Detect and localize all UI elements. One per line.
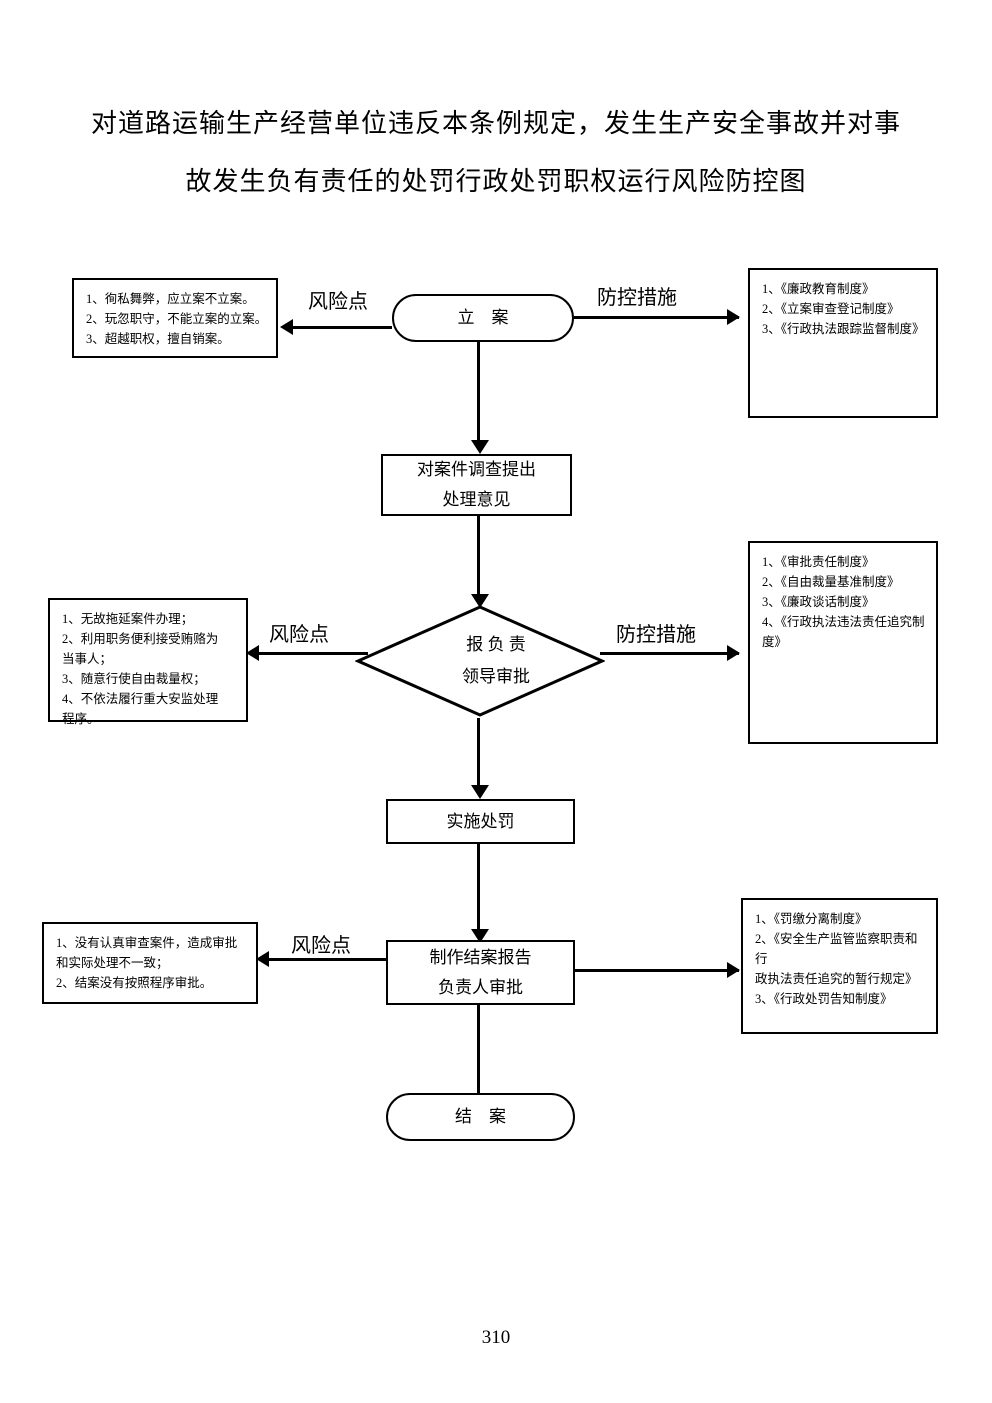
risk-item: 程序。 — [62, 712, 100, 726]
risk-item: 3、超越职权，擅自销案。 — [86, 332, 230, 346]
measure-item: 政执法责任追究的暂行规定》 — [755, 972, 918, 986]
risk-item: 3、随意行使自由裁量权； — [62, 672, 206, 686]
risk-item: 和实际处理不一致； — [56, 956, 169, 970]
measure-item: 3、《行政执法跟踪监督制度》 — [762, 322, 925, 336]
risk-item: 4、不依法履行重大安监处理 — [62, 692, 219, 706]
flow-node-approval: 报 负 责 领导审批 — [355, 604, 605, 718]
measure-box-closing: 1、《罚缴分离制度》 2、《安全生产监管监察职责和行 政执法责任追究的暂行规定》… — [741, 898, 938, 1034]
connector-line — [477, 342, 480, 446]
risk-box-approval: 1、无故拖延案件办理； 2、利用职务便利接受贿赂为 当事人； 3、随意行使自由裁… — [48, 598, 248, 726]
risk-box-filing: 1、徇私舞弊，应立案不立案。 2、玩忽职守，不能立案的立案。 3、超越职权，擅自… — [72, 278, 278, 358]
connector-line — [477, 516, 480, 601]
connector-line — [477, 844, 480, 934]
risk-item: 当事人； — [62, 652, 113, 666]
label-risk-point-approval: 风险点 — [269, 624, 329, 646]
measure-item: 3、《行政处罚告知制度》 — [755, 992, 893, 1006]
risk-item: 1、徇私舞弊，应立案不立案。 — [86, 292, 255, 306]
measure-item: 2、《自由裁量基准制度》 — [762, 575, 900, 589]
measure-item: 1、《审批责任制度》 — [762, 555, 875, 569]
risk-item: 2、结案没有按照程序审批。 — [56, 976, 213, 990]
flow-node-penalty: 实施处罚 — [386, 799, 575, 844]
connector-line — [600, 652, 739, 655]
measure-item: 2、《安全生产监管监察职责和行 — [755, 932, 918, 966]
flow-node-report: 制作结案报告 负责人审批 — [386, 940, 575, 1005]
arrow-right-icon — [727, 309, 740, 325]
measure-item: 度》 — [762, 635, 788, 649]
flow-node-label: 结 案 — [455, 1107, 506, 1126]
measure-item: 3、《廉政谈话制度》 — [762, 595, 875, 609]
risk-box-closing: 1、没有认真审查案件，造成审批 和实际处理不一致； 2、结案没有按照程序审批。 — [42, 922, 258, 1004]
flow-node-end: 结 案 — [386, 1093, 575, 1141]
risk-item: 1、没有认真审查案件，造成审批 — [56, 936, 238, 950]
label-control-measure-approval: 防控措施 — [616, 624, 696, 646]
page-number: 310 — [481, 1327, 511, 1348]
connector-line — [574, 316, 739, 319]
arrow-down-icon — [471, 785, 489, 799]
risk-item: 2、玩忽职守，不能立案的立案。 — [86, 312, 268, 326]
arrow-left-icon — [256, 951, 269, 967]
connector-line — [575, 969, 739, 972]
connector-line — [292, 326, 392, 329]
measure-box-filing: 1、《廉政教育制度》 2、《立案审查登记制度》 3、《行政执法跟踪监督制度》 — [748, 268, 938, 418]
flow-node-label: 负责人审批 — [438, 977, 523, 997]
flow-node-investigate: 对案件调查提出 处理意见 — [381, 454, 572, 516]
measure-box-approval: 1、《审批责任制度》 2、《自由裁量基准制度》 3、《廉政谈话制度》 4、《行政… — [748, 541, 938, 744]
flow-node-label: 实施处罚 — [446, 811, 515, 831]
label-control-measure-filing: 防控措施 — [597, 287, 677, 309]
measure-item: 4、《行政执法违法责任追究制 — [762, 615, 925, 629]
flow-node-label: 处理意见 — [442, 490, 511, 509]
risk-item: 2、利用职务便利接受贿赂为 — [62, 632, 219, 646]
diamond-shape — [355, 605, 605, 717]
flow-node-start: 立 案 — [392, 294, 574, 342]
arrow-left-icon — [246, 645, 259, 661]
label-risk-point-filing: 风险点 — [308, 291, 368, 313]
arrow-down-icon — [471, 929, 489, 943]
page-title-line-1: 对道路运输生产经营单位违反本条例规定，发生生产安全事故并对事 — [90, 109, 901, 138]
measure-item: 2、《立案审查登记制度》 — [762, 302, 900, 316]
connector-line — [477, 1005, 480, 1095]
flow-node-label: 对案件调查提出 — [417, 460, 536, 479]
page-title: 对道路运输生产经营单位违反本条例规定，发生生产安全事故并对事 故发生负有责任的处… — [70, 95, 922, 211]
arrow-right-icon — [727, 962, 740, 978]
connector-line — [268, 958, 387, 961]
arrow-right-icon — [727, 645, 740, 661]
arrow-left-icon — [280, 319, 293, 335]
label-risk-point-closing: 风险点 — [291, 935, 351, 957]
arrow-down-icon — [471, 594, 489, 608]
measure-item: 1、《廉政教育制度》 — [762, 282, 875, 296]
flow-node-label: 制作结案报告 — [429, 947, 532, 967]
arrow-down-icon — [471, 440, 489, 454]
connector-line — [258, 652, 368, 655]
flow-node-label: 立 案 — [457, 308, 509, 327]
risk-item: 1、无故拖延案件办理； — [62, 612, 194, 626]
page-title-line-2: 故发生负有责任的处罚行政处罚职权运行风险防控图 — [185, 167, 807, 196]
measure-item: 1、《罚缴分离制度》 — [755, 912, 868, 926]
connector-line — [477, 718, 480, 790]
